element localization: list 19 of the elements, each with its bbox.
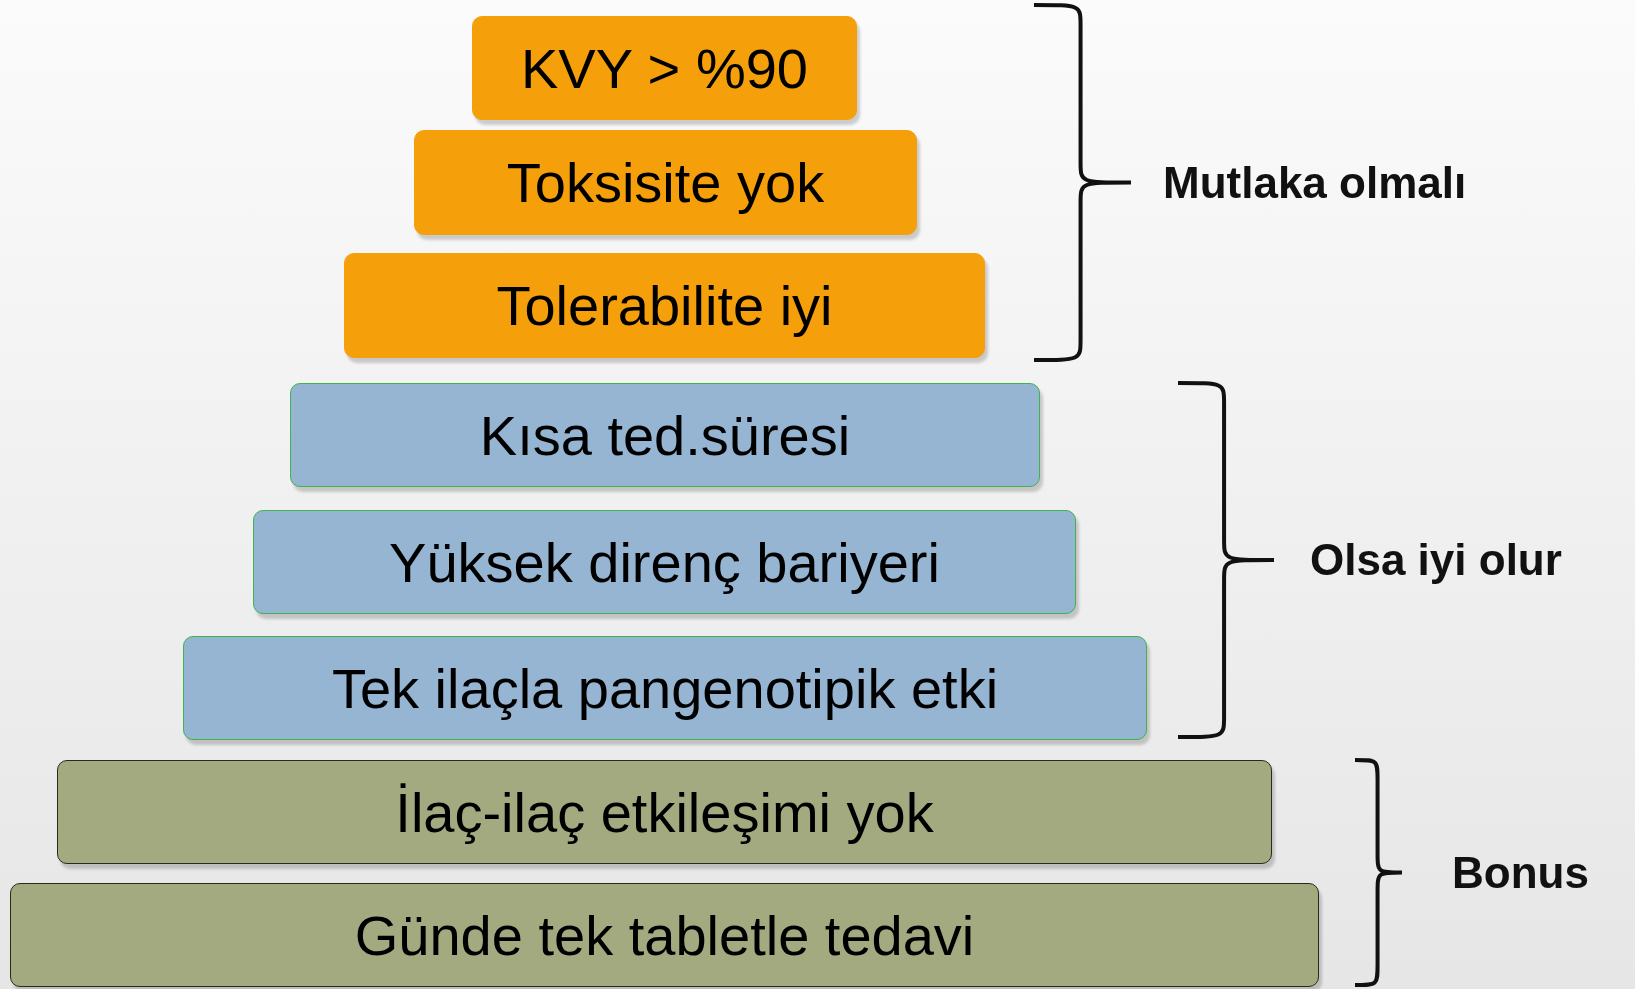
tier-label: Toksisite yok [506,150,825,215]
tier-label: Tolerabilite iyi [496,273,833,338]
tier-label: KVY > %90 [521,35,808,101]
pyramid-tier-box [290,383,1040,487]
tier-label: Kısa ted.süresi [479,402,851,468]
pyramid-tier-box [414,130,917,235]
tier-label: Tek ilaçla pangenotipik etki [331,655,999,721]
tier-label: İlaç-ilaç etkileşimi yok [395,779,934,845]
tier-label: Yüksek direnç bariyeri [389,529,940,595]
group-label: Bonus [1452,847,1589,898]
tier-label: Günde tek tabletle tedavi [354,902,975,968]
pyramid-tier-box [253,510,1076,614]
pyramid-tier-box [57,760,1272,864]
pyramid-tier-box [344,253,985,358]
pyramid-tier-box [183,636,1147,740]
group-label: Mutlaka olmalı [1163,157,1467,208]
pyramid-tier-box [472,16,857,120]
group-label: Olsa iyi olur [1310,535,1562,585]
pyramid-tier-box [10,883,1319,987]
